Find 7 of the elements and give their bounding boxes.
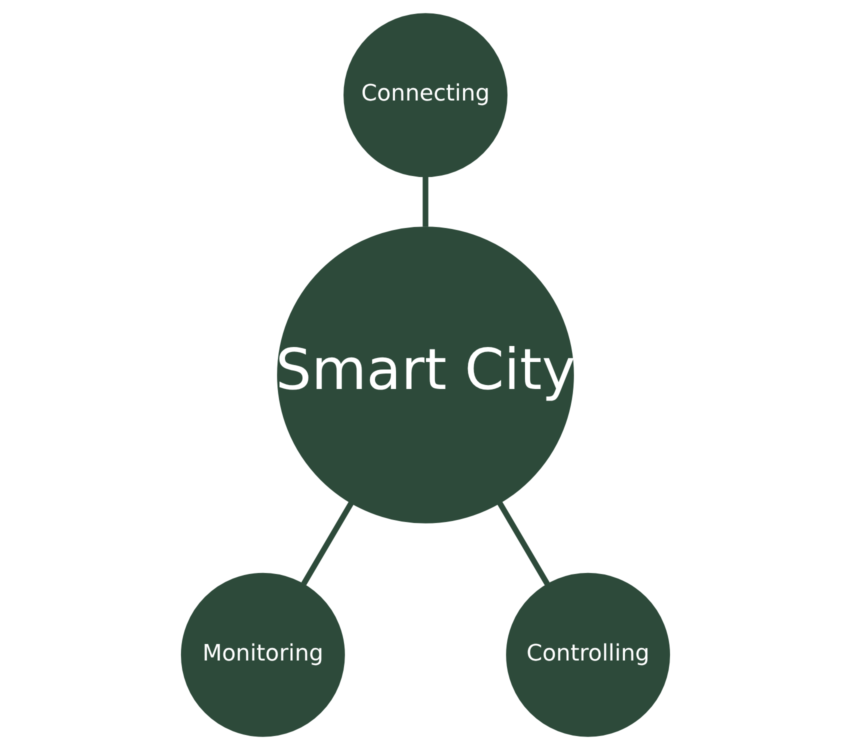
node-circle: Controlling (506, 572, 670, 737)
node-circle: Monitoring (180, 572, 344, 737)
node-circle: Smart City (276, 226, 574, 524)
connector (422, 176, 428, 227)
connector (300, 501, 354, 586)
node-circle: Connecting (343, 13, 507, 178)
connector (496, 501, 550, 586)
